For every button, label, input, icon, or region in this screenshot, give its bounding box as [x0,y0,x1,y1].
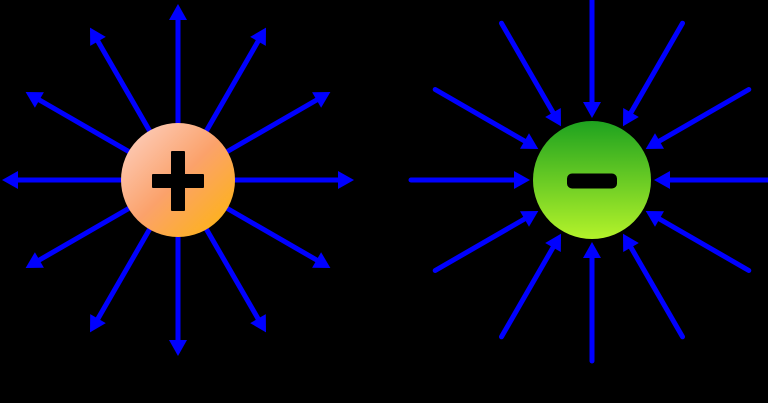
field-line-arrowhead [520,133,539,149]
field-line [499,20,556,115]
field-line [36,97,133,155]
field-line [657,216,752,273]
field-line-arrowhead [250,27,266,46]
field-line [657,87,752,144]
plus-symbol [152,151,204,211]
field-line [95,225,153,322]
field-line [36,205,133,263]
field-line [628,245,685,340]
field-line-arrowhead [312,252,331,268]
field-line-arrowhead [250,314,266,333]
field-line-arrowhead [312,92,331,108]
field-line-arrowhead [514,171,530,189]
field-line [223,97,320,155]
field-line [432,87,527,144]
field-line-arrowhead [2,171,18,189]
field-line-arrowhead [623,108,639,127]
field-line [223,205,320,263]
field-line-arrowhead [25,252,44,268]
field-line-arrowhead [583,242,601,258]
field-line [432,216,527,273]
field-line-arrowhead [545,233,561,252]
field-line-arrowhead [623,233,639,252]
field-line-arrowhead [583,102,601,118]
field-line [628,20,685,115]
field-line [95,38,153,135]
field-line-arrowhead [25,92,44,108]
field-line [203,225,261,322]
negative-charge [408,0,768,364]
minus-symbol [567,173,617,189]
field-line-arrowhead [645,133,664,149]
field-line [203,38,261,135]
field-line [499,245,556,340]
positive-charge [2,4,354,356]
field-line-arrowhead [169,340,187,356]
field-line-arrowhead [520,211,539,227]
positive-field-lines [2,4,354,356]
field-line-arrowhead [545,108,561,127]
negative-field-lines [408,0,768,364]
field-line-arrowhead [90,314,106,333]
field-line-arrowhead [338,171,354,189]
field-line-arrowhead [645,211,664,227]
symbol-bar-horizontal [567,173,617,189]
field-line-arrowhead [90,27,106,46]
field-line-arrowhead [169,4,187,20]
symbol-bar-vertical [171,151,185,211]
field-line-arrowhead [654,171,670,189]
